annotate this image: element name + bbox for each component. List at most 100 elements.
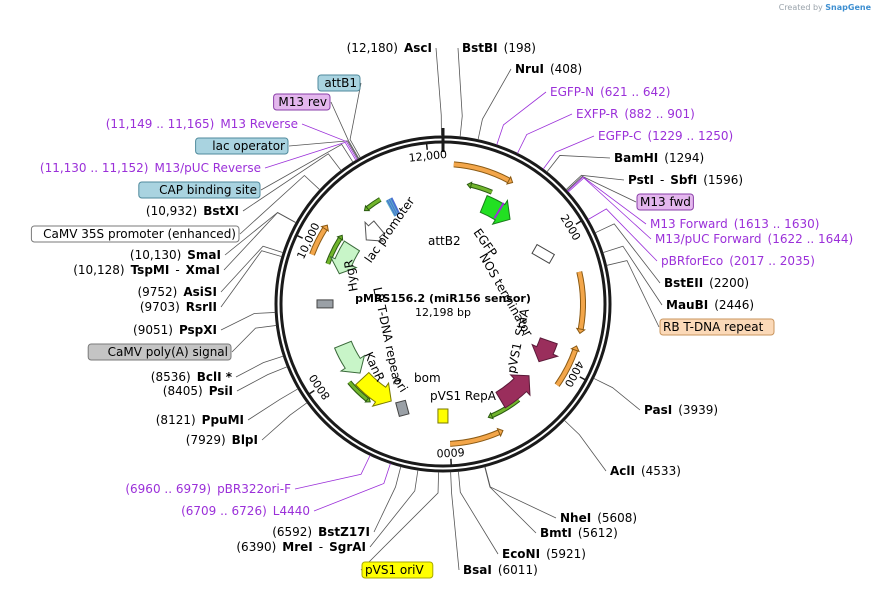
label-attb2: attB2 xyxy=(428,234,461,248)
label-pos: (6592) xyxy=(272,525,312,539)
label-blpi: (7929)BlpI xyxy=(186,433,258,447)
feature-box xyxy=(138,181,261,199)
label-pos: (1294) xyxy=(664,151,704,165)
label-pos: (1622 .. 1644) xyxy=(768,232,854,246)
leader-line-nrui xyxy=(477,68,512,140)
label-name: NheI xyxy=(560,511,591,525)
label-m13fwd: M13 fwd xyxy=(636,193,694,211)
label-name: MauBI xyxy=(666,298,708,312)
feature-arc-green4-head xyxy=(336,234,344,242)
label-cap: CAP binding site xyxy=(138,181,261,199)
label-asisi: (9752)AsiSI xyxy=(137,285,217,299)
label-pvs1: pVS1 xyxy=(504,341,524,374)
label-pos: (9051) xyxy=(133,323,173,337)
label-pos: (1613 .. 1630) xyxy=(734,217,820,231)
primer-label: pBRforEco(2017 .. 2035) xyxy=(661,254,815,268)
enzyme-label: BstBI(198) xyxy=(462,41,536,55)
enzyme-label: (10,128)TspMI-XmaI xyxy=(73,263,220,277)
leader-line-blpi xyxy=(261,402,308,441)
leader-line-bstxi xyxy=(242,153,342,212)
label-name: PsiI xyxy=(209,384,233,398)
leader-line-egfp-c xyxy=(542,135,595,170)
label-staa: StaA xyxy=(512,307,532,338)
tick-mark xyxy=(579,376,587,381)
feature-box xyxy=(195,137,289,155)
feature-arc-green2-head xyxy=(487,411,494,420)
label-pos: (2200) xyxy=(709,276,749,290)
enzyme-label: (10,932)BstXI xyxy=(146,204,239,218)
staa-arrow xyxy=(531,337,560,363)
leader-line-pvs1ori xyxy=(360,471,439,571)
leader-line-bsai xyxy=(450,471,460,571)
tick-mark xyxy=(308,389,315,395)
leader-line-pasi xyxy=(593,377,641,411)
label-bamhi: BamHI(1294) xyxy=(614,151,704,165)
label-name: EXFP-R xyxy=(576,107,618,121)
features-layer xyxy=(309,161,586,447)
label-hygr: HygR xyxy=(341,259,360,293)
feature-arc-left-head xyxy=(320,224,329,232)
enzyme-label: AclI(4533) xyxy=(610,464,681,478)
exfp-r-site xyxy=(493,202,505,219)
label-bcli: (8536)BclI * xyxy=(151,370,233,384)
feature-label: pVS1 oriV xyxy=(365,563,425,577)
feature-label: CaMV 35S promoter (enhanced) xyxy=(43,227,236,241)
label-pos: (7929) xyxy=(186,433,226,447)
enzyme-label: (9752)AsiSI xyxy=(137,285,217,299)
label-separator: - xyxy=(175,263,179,277)
feature-arc-right-head xyxy=(575,327,586,335)
feature-arc-bottom-head xyxy=(496,427,504,438)
enzyme-label: PasI(3939) xyxy=(644,403,718,417)
label-pspxi: (9051)PspXI xyxy=(133,323,217,337)
label-name: PpuMI xyxy=(202,413,244,427)
label-name: NruI xyxy=(515,62,544,76)
primer-label: M13 Forward(1613 .. 1630) xyxy=(650,217,819,231)
leader-line-bamhi xyxy=(546,155,611,173)
label-pvs1-repa: pVS1 RepA xyxy=(430,389,497,403)
label-m13puc-rev: (11,130 .. 11,152)M13/pUC Reverse xyxy=(40,161,261,175)
label-name2: SbfI xyxy=(670,173,697,187)
label-separator: - xyxy=(660,173,664,187)
leader-line-l4440 xyxy=(313,463,391,512)
label-name: L4440 xyxy=(273,504,310,518)
label-name: pBR322ori-F xyxy=(217,482,291,496)
leader-line-m13puc-fwd xyxy=(567,177,652,240)
label-pos: (5612) xyxy=(578,526,618,540)
label-egfp-c: EGFP-C(1229 .. 1250) xyxy=(598,129,733,143)
enzyme-label: PstI-SbfI(1596) xyxy=(628,173,743,187)
label-pos: (10,128) xyxy=(73,263,124,277)
leader-line-m13reverse xyxy=(301,123,358,160)
leader-line-camv-polya xyxy=(231,325,277,353)
label-pvs1ori: pVS1 oriV xyxy=(361,561,434,579)
enzyme-label: (8405) PsiI xyxy=(163,384,233,398)
label-pos: (4533) xyxy=(641,464,681,478)
feature-box xyxy=(317,74,361,92)
label-pbrforeco: pBRforEco(2017 .. 2035) xyxy=(661,254,815,268)
leader-line-psii xyxy=(236,366,288,392)
feature-label: M13 fwd xyxy=(640,195,691,209)
label-name2: XmaI xyxy=(186,263,220,277)
label-pos: (9703) xyxy=(140,300,180,314)
egfp-arrow xyxy=(479,194,511,226)
label-name2: SgrAI xyxy=(329,540,366,554)
label-pos: (8536) xyxy=(151,370,191,384)
leader-line-lacop xyxy=(288,140,359,160)
attb1-stripe xyxy=(390,197,401,215)
enzyme-label: (12,180)AscI xyxy=(347,41,432,55)
label-econi: EcoNI(5921) xyxy=(502,547,586,561)
label-pos: (6011) xyxy=(498,563,538,577)
leader-line-m13puc-rev xyxy=(264,141,357,169)
enzyme-label: (10,130)SmaI xyxy=(130,248,221,262)
primer-label: EGFP-C(1229 .. 1250) xyxy=(598,129,733,143)
label-name: PstI xyxy=(628,173,654,187)
enzyme-label: NruI(408) xyxy=(515,62,582,76)
label-name: AsiSI xyxy=(183,285,217,299)
label-separator: - xyxy=(319,540,323,554)
label-pos: (8405) xyxy=(163,384,203,398)
label-acli: AclI(4533) xyxy=(610,464,681,478)
leader-line-asisi xyxy=(220,245,284,293)
leader-line-ppumi xyxy=(247,388,299,421)
tick-mark xyxy=(425,142,428,150)
label-pos: (3939) xyxy=(678,403,718,417)
